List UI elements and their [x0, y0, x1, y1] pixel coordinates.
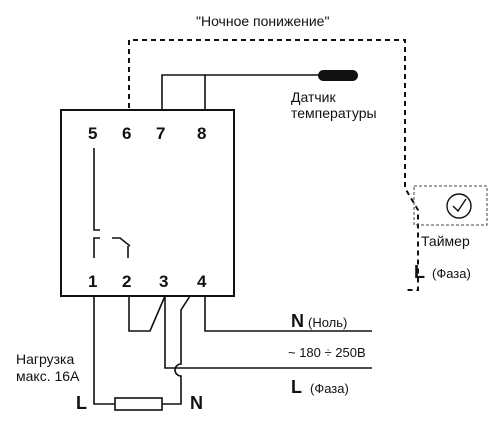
supply-voltage: ~ 180 ÷ 250В: [288, 345, 366, 360]
diagram-title: "Ночное понижение": [196, 13, 329, 29]
supply-phase-text: (Фаза): [310, 381, 349, 396]
timer-phase-letter: L: [414, 262, 425, 282]
load-neutral-letter: N: [190, 393, 203, 413]
neutral-wire: [204, 296, 372, 332]
timer-label: Таймер: [421, 233, 470, 249]
timer-phase-text: (Фаза): [432, 266, 471, 281]
supply-neutral-letter: N: [291, 311, 304, 331]
phase-wire: [164, 296, 372, 369]
bridge-2-3: [128, 295, 166, 332]
load-label-line1: Нагрузка: [16, 351, 74, 367]
supply-phase-letter: L: [291, 377, 302, 397]
terminal-3: 3: [159, 272, 168, 291]
relay-body: [60, 109, 235, 297]
load-resistor: [114, 397, 163, 411]
load-wire-right: [162, 295, 191, 405]
terminal-5: 5: [88, 124, 97, 143]
load-label-line2: макс. 16А: [16, 368, 80, 384]
terminal-6: 6: [122, 124, 131, 143]
terminal-4: 4: [197, 272, 207, 291]
night-reduction-line: [128, 39, 419, 291]
temperature-sensor: [318, 70, 358, 81]
sensor-label-line2: температуры: [291, 105, 377, 121]
clock-icon: [446, 193, 472, 219]
terminal-2: 2: [122, 272, 131, 291]
sensor-label-line1: Датчик: [291, 89, 336, 105]
load-wire-left: [93, 296, 115, 405]
load-phase-letter: L: [76, 393, 87, 413]
sensor-wire: [161, 74, 320, 110]
relay-contact: [93, 148, 131, 258]
terminal-8: 8: [197, 124, 206, 143]
terminal-7: 7: [156, 124, 165, 143]
timer-box: [413, 185, 488, 226]
terminal-1: 1: [88, 272, 97, 291]
supply-neutral-text: (Ноль): [308, 315, 347, 330]
